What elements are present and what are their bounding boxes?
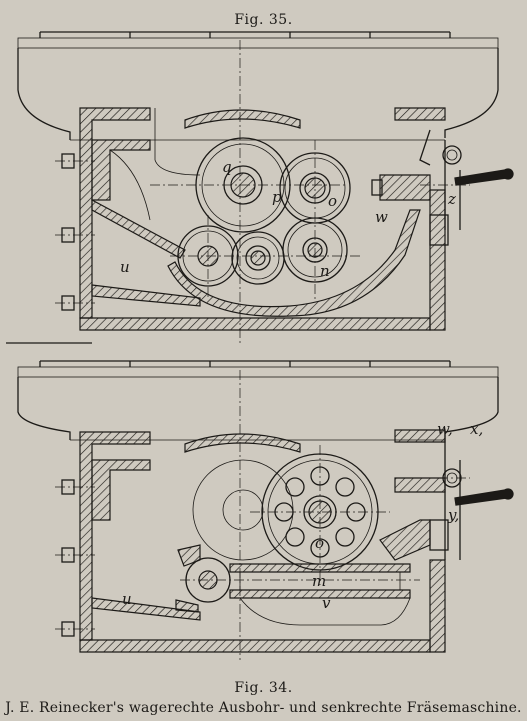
label-n-top: n [320, 262, 330, 280]
label-v-bottom: v [322, 594, 331, 612]
label-u-top: u [120, 258, 130, 276]
figure-35-label: Fig. 35. [234, 12, 293, 28]
label-o-top: o [328, 192, 337, 210]
figure-caption: J. E. Reinecker's wagerechte Ausbohr- un… [5, 700, 522, 716]
label-u-bottom: u [122, 590, 132, 608]
figure-34-label: Fig. 34. [234, 680, 293, 696]
label-q-top: q [222, 158, 232, 176]
label-z-top: z [447, 190, 456, 208]
label-y1-bottom: y, [447, 506, 459, 524]
figure-34-drawing [17, 360, 514, 660]
label-w-top: w [375, 208, 388, 226]
figure-35-drawing [17, 31, 514, 345]
label-p-top: p [272, 188, 282, 206]
label-o-bottom: o [315, 534, 324, 552]
label-w1-bottom: w, [437, 420, 453, 438]
label-m-bottom: m [312, 572, 326, 590]
label-x1-bottom: x, [470, 420, 483, 438]
